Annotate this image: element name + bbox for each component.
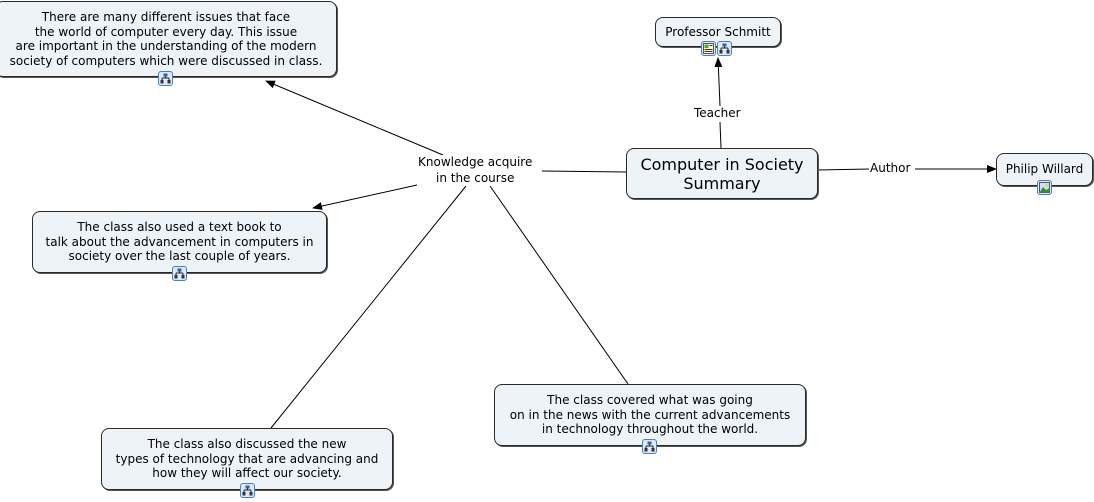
- line-main-to-author: [817, 168, 871, 171]
- concept-technology-text: The class also discussed the new types o…: [115, 437, 379, 481]
- concept-news[interactable]: The class covered what was going on in t…: [494, 384, 806, 446]
- concept-map-icon[interactable]: [717, 41, 732, 56]
- concept-map-icon[interactable]: [172, 266, 187, 281]
- concept-philip-willard-text: Philip Willard: [1005, 162, 1084, 177]
- concept-main[interactable]: Computer in Society Summary: [626, 148, 818, 199]
- image-icon[interactable]: [1037, 180, 1052, 195]
- line-knowledge-to-issues: [265, 80, 444, 156]
- concept-issues[interactable]: There are many different issues that fac…: [0, 1, 337, 77]
- line-main-to-knowledge: [541, 170, 627, 173]
- concept-textbook[interactable]: The class also used a text book to talk …: [32, 211, 327, 273]
- line-teacher-to-professor: [714, 57, 723, 107]
- concept-technology[interactable]: The class also discussed the new types o…: [101, 428, 393, 490]
- linking-phrase-teacher[interactable]: Teacher: [693, 106, 742, 121]
- image-document-icon[interactable]: [701, 41, 716, 56]
- concept-map-icon[interactable]: [158, 71, 173, 86]
- concept-main-text: Computer in Society Summary: [640, 154, 804, 193]
- line-knowledge-to-technology: [270, 185, 467, 429]
- concept-issues-text: There are many different issues that fac…: [9, 10, 323, 68]
- concept-map-icon[interactable]: [240, 483, 255, 498]
- line-main-to-teacher: [719, 121, 722, 149]
- linking-phrase-author[interactable]: Author: [869, 161, 912, 176]
- concept-textbook-text: The class also used a text book to talk …: [45, 220, 314, 264]
- concept-map-icon[interactable]: [642, 439, 657, 454]
- line-knowledge-to-textbook: [312, 184, 418, 210]
- linking-phrase-knowledge[interactable]: Knowledge acquire in the course: [417, 155, 534, 186]
- concept-professor-text: Professor Schmitt: [665, 24, 771, 39]
- concept-news-text: The class covered what was going on in t…: [509, 393, 791, 437]
- line-knowledge-to-news: [489, 185, 629, 385]
